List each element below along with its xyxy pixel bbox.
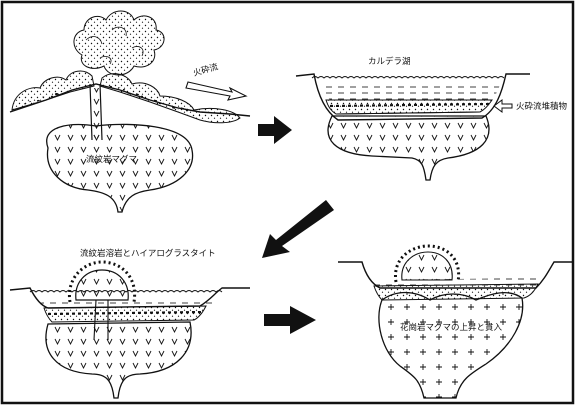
- lake-label: カルデラ湖: [368, 56, 411, 67]
- lava-dome-title: 流紋岩溶岩とハイアログラスタイト: [80, 248, 216, 259]
- granite-label: 花崗岩マグマの上昇と貫入: [400, 322, 503, 333]
- magma-label: 流紋岩マグマ: [86, 154, 137, 165]
- deposit-label: 火砕流堆積物: [516, 101, 568, 112]
